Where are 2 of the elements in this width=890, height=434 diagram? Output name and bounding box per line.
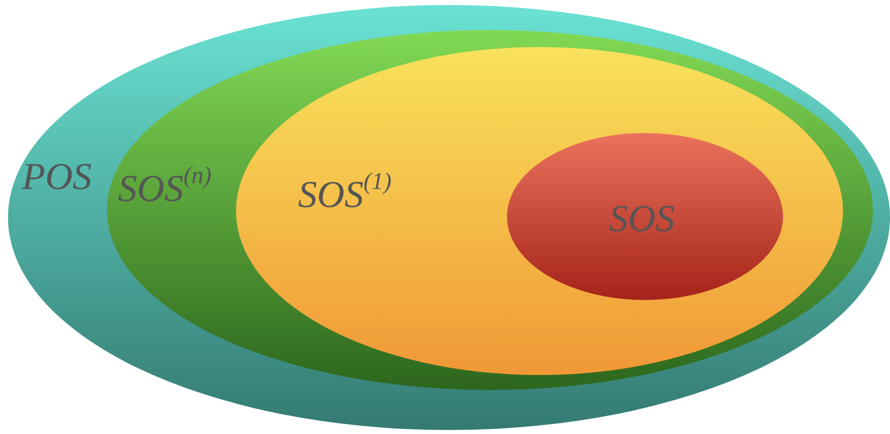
set-label: SOS bbox=[609, 200, 674, 238]
set-label: POS bbox=[22, 158, 92, 196]
